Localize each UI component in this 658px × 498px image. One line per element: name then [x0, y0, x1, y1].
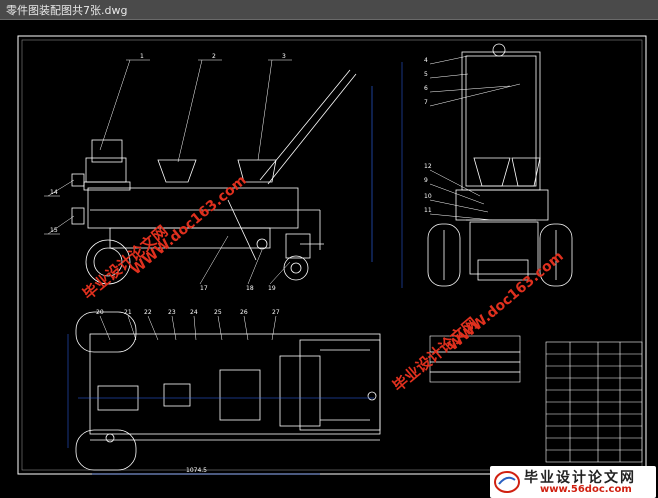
logo-text: 毕业设计论文网	[524, 470, 636, 486]
cad-drawing-canvas[interactable]: 1 2 3 14 15 17 18 19 4 5 6 7 12 9 10 11 …	[0, 20, 658, 498]
window-titlebar: 零件图装配图共7张.dwg	[0, 0, 658, 20]
label-20: 20	[96, 309, 104, 316]
label-21: 21	[124, 309, 132, 316]
cad-drawing: 1 2 3 14 15 17 18 19 4 5 6 7 12 9 10 11 …	[17, 35, 647, 475]
label-1: 1	[140, 53, 144, 60]
label-7: 7	[424, 99, 428, 106]
title-block	[429, 335, 643, 463]
label-22: 22	[144, 309, 152, 316]
logo-icon	[494, 471, 520, 493]
label-6: 6	[424, 85, 428, 92]
drawing-border	[17, 35, 647, 475]
label-5: 5	[424, 71, 428, 78]
label-18: 18	[246, 285, 254, 292]
label-11: 11	[424, 207, 432, 214]
label-19: 19	[268, 285, 276, 292]
label-23: 23	[168, 309, 176, 316]
label-25: 25	[214, 309, 222, 316]
logo-url: www.56doc.com	[540, 484, 632, 495]
label-2: 2	[212, 53, 216, 60]
label-4: 4	[424, 57, 428, 64]
label-27: 27	[272, 309, 280, 316]
label-14: 14	[50, 189, 58, 196]
label-9: 9	[424, 177, 428, 184]
label-17: 17	[200, 285, 208, 292]
label-26: 26	[240, 309, 248, 316]
side-view	[427, 43, 573, 287]
site-logo: 毕业设计论文网 www.56doc.com	[490, 466, 656, 498]
label-15: 15	[50, 227, 58, 234]
label-10: 10	[424, 193, 432, 200]
dimension-label: 1074.5	[186, 467, 207, 474]
label-3: 3	[282, 53, 286, 60]
plan-view	[75, 311, 381, 471]
label-12: 12	[424, 163, 432, 170]
front-view	[71, 69, 357, 285]
window-title: 零件图装配图共7张.dwg	[6, 4, 128, 17]
label-24: 24	[190, 309, 198, 316]
